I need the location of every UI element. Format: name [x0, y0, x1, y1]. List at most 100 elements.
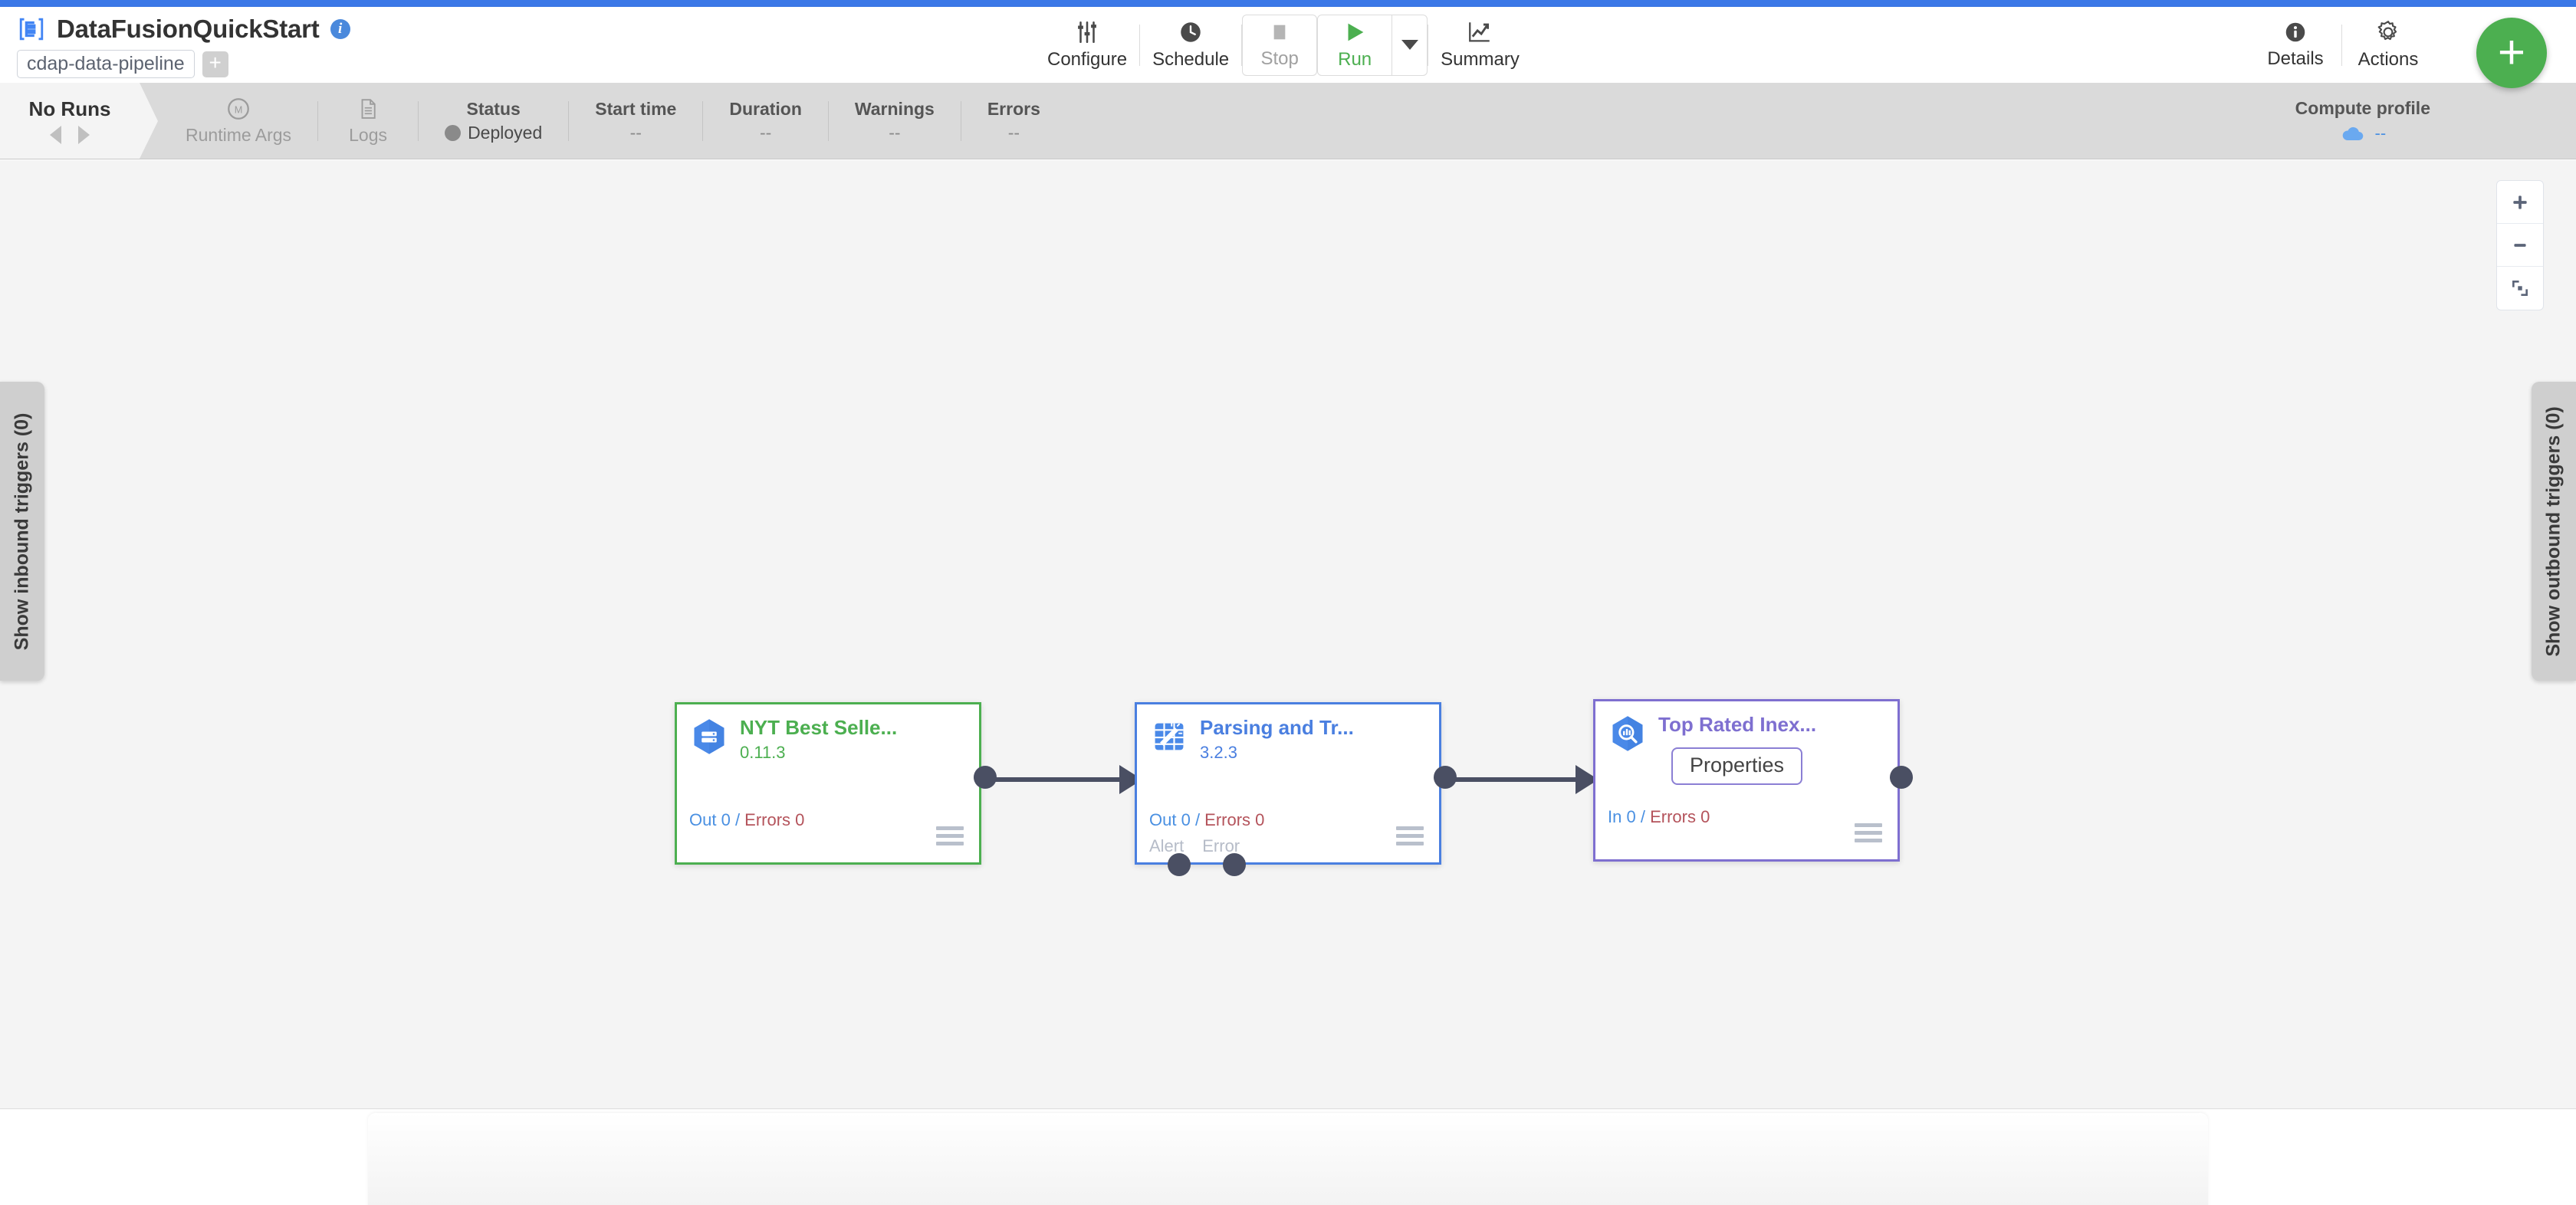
compute-profile-value-row: -- — [2340, 123, 2387, 143]
metric-divider — [702, 100, 704, 141]
outbound-triggers-label: Show outbound triggers (0) — [2542, 405, 2564, 657]
run-options-dropdown[interactable] — [1392, 14, 1427, 76]
node-menu-button[interactable] — [936, 826, 964, 845]
zoom-controls — [2496, 180, 2544, 310]
summary-label: Summary — [1441, 49, 1520, 70]
document-icon — [361, 99, 376, 119]
actions-label: Actions — [2358, 49, 2419, 70]
start-time-title: Start time — [595, 98, 677, 119]
properties-tooltip[interactable]: Properties — [1671, 747, 1803, 785]
pipeline-canvas[interactable]: Show inbound triggers (0) Show outbound … — [0, 160, 2576, 1109]
node-port-labels: Alert Error — [1149, 836, 1240, 856]
node-output-port-wrangler[interactable] — [1434, 766, 1457, 789]
status-metric: Status Deployed — [419, 99, 568, 143]
stop-label: Stop — [1260, 48, 1299, 69]
bottom-drawer-peek — [368, 1113, 2208, 1205]
no-runs-panel: No Runs — [0, 83, 158, 159]
macro-m-icon: M — [228, 98, 249, 120]
duration-value: -- — [759, 122, 772, 143]
node-error-count: Errors 0 — [744, 810, 805, 829]
sliders-icon — [1078, 21, 1096, 44]
stop-square-icon — [1273, 25, 1286, 40]
fit-to-screen-button[interactable] — [2497, 267, 2543, 310]
metric-divider — [317, 100, 319, 141]
status-dot-icon — [445, 124, 462, 141]
info-icon[interactable]: i — [330, 19, 350, 39]
node-metrics: Out 0 / Errors 0 — [689, 810, 805, 829]
inbound-triggers-tab[interactable]: Show inbound triggers (0) — [0, 382, 44, 681]
plus-icon — [2513, 195, 2527, 209]
node-metrics: Out 0 / Errors 0 — [1149, 810, 1265, 829]
status-value: Deployed — [468, 122, 543, 143]
pipeline-toolbar: Configure Schedule Stop — [1035, 7, 1532, 83]
run-pager — [50, 126, 90, 144]
actions-button[interactable]: Actions — [2342, 13, 2434, 77]
clock-icon — [1181, 22, 1201, 42]
brand-strip — [0, 0, 2576, 7]
node-out-count: Out 0 — [1149, 810, 1191, 829]
run-label: Run — [1338, 49, 1372, 70]
node-alert-port-wrangler[interactable] — [1168, 853, 1191, 876]
wrangler-icon — [1155, 722, 1184, 750]
warnings-value: -- — [889, 122, 901, 143]
svg-text:M: M — [235, 104, 243, 116]
metric-divider — [827, 100, 829, 141]
arrow-left-icon[interactable] — [50, 126, 61, 144]
errors-title: Errors — [987, 98, 1040, 119]
bigquery-table-icon — [694, 719, 724, 754]
run-button-group: Run — [1317, 13, 1428, 77]
details-button[interactable]: Details — [2249, 13, 2341, 77]
configure-button[interactable]: Configure — [1035, 13, 1139, 77]
add-tag-button[interactable]: + — [202, 51, 228, 77]
node-menu-button[interactable] — [1396, 826, 1424, 845]
connector-wrangler-to-sink — [1445, 777, 1598, 782]
status-title: Status — [466, 98, 521, 119]
logs-label: Logs — [349, 125, 387, 145]
metric-divider — [418, 100, 419, 141]
node-title-group: Parsing and Tr... 3.2.3 — [1200, 716, 1354, 763]
runtime-args-label: Runtime Args — [186, 125, 292, 145]
line-chart-icon — [1469, 22, 1490, 42]
pipeline-artifact-row: cdap-data-pipeline + — [17, 50, 228, 79]
bigquery-search-icon — [1612, 716, 1643, 751]
node-input-port-sink[interactable] — [1890, 766, 1913, 789]
compute-profile[interactable]: Compute profile -- — [2295, 83, 2430, 159]
configure-label: Configure — [1047, 49, 1128, 70]
duration-title: Duration — [729, 98, 802, 119]
node-menu-button[interactable] — [1855, 823, 1882, 842]
minus-icon — [2514, 243, 2526, 247]
runtime-args-button[interactable]: M Runtime Args — [159, 96, 317, 146]
app-header: DataFusionQuickStart i cdap-data-pipelin… — [0, 7, 2576, 88]
toolbar-divider — [2341, 24, 2342, 66]
node-in-count: In 0 — [1608, 807, 1636, 826]
info-filled-icon — [2285, 22, 2305, 42]
add-plugin-fab[interactable]: + — [2476, 18, 2547, 88]
artifact-type-chip[interactable]: cdap-data-pipeline — [17, 50, 195, 79]
outbound-triggers-tab[interactable]: Show outbound triggers (0) — [2532, 382, 2576, 681]
warnings-metric: Warnings -- — [829, 99, 961, 143]
node-output-port-source[interactable] — [974, 766, 997, 789]
node-out-count: Out 0 — [689, 810, 731, 829]
compute-profile-value: -- — [2374, 123, 2387, 143]
gear-icon — [2377, 21, 2397, 41]
pipeline-node-wrangler[interactable]: Parsing and Tr... 3.2.3 Out 0 / Errors 0… — [1135, 702, 1441, 865]
logs-button[interactable]: Logs — [318, 96, 418, 146]
pipeline-node-source[interactable]: NYT Best Selle... 0.11.3 Out 0 / Errors … — [675, 702, 981, 865]
run-button[interactable]: Run — [1318, 13, 1392, 77]
arrow-right-icon[interactable] — [78, 126, 90, 144]
zoom-out-button[interactable] — [2497, 224, 2543, 267]
metric-divider — [568, 100, 570, 141]
node-name: NYT Best Selle... — [740, 716, 898, 739]
schedule-button[interactable]: Schedule — [1140, 13, 1241, 77]
summary-button[interactable]: Summary — [1428, 13, 1532, 77]
zoom-in-button[interactable] — [2497, 181, 2543, 224]
connector-source-to-wrangler — [985, 777, 1142, 782]
errors-value: -- — [1007, 122, 1020, 143]
start-time-metric: Start time -- — [569, 99, 702, 143]
page-title: DataFusionQuickStart — [57, 15, 320, 43]
stop-button[interactable]: Stop — [1242, 14, 1318, 76]
inbound-triggers-label: Show inbound triggers (0) — [11, 412, 33, 650]
node-error-port-wrangler[interactable] — [1223, 853, 1246, 876]
node-error-count: Errors 0 — [1650, 807, 1710, 826]
